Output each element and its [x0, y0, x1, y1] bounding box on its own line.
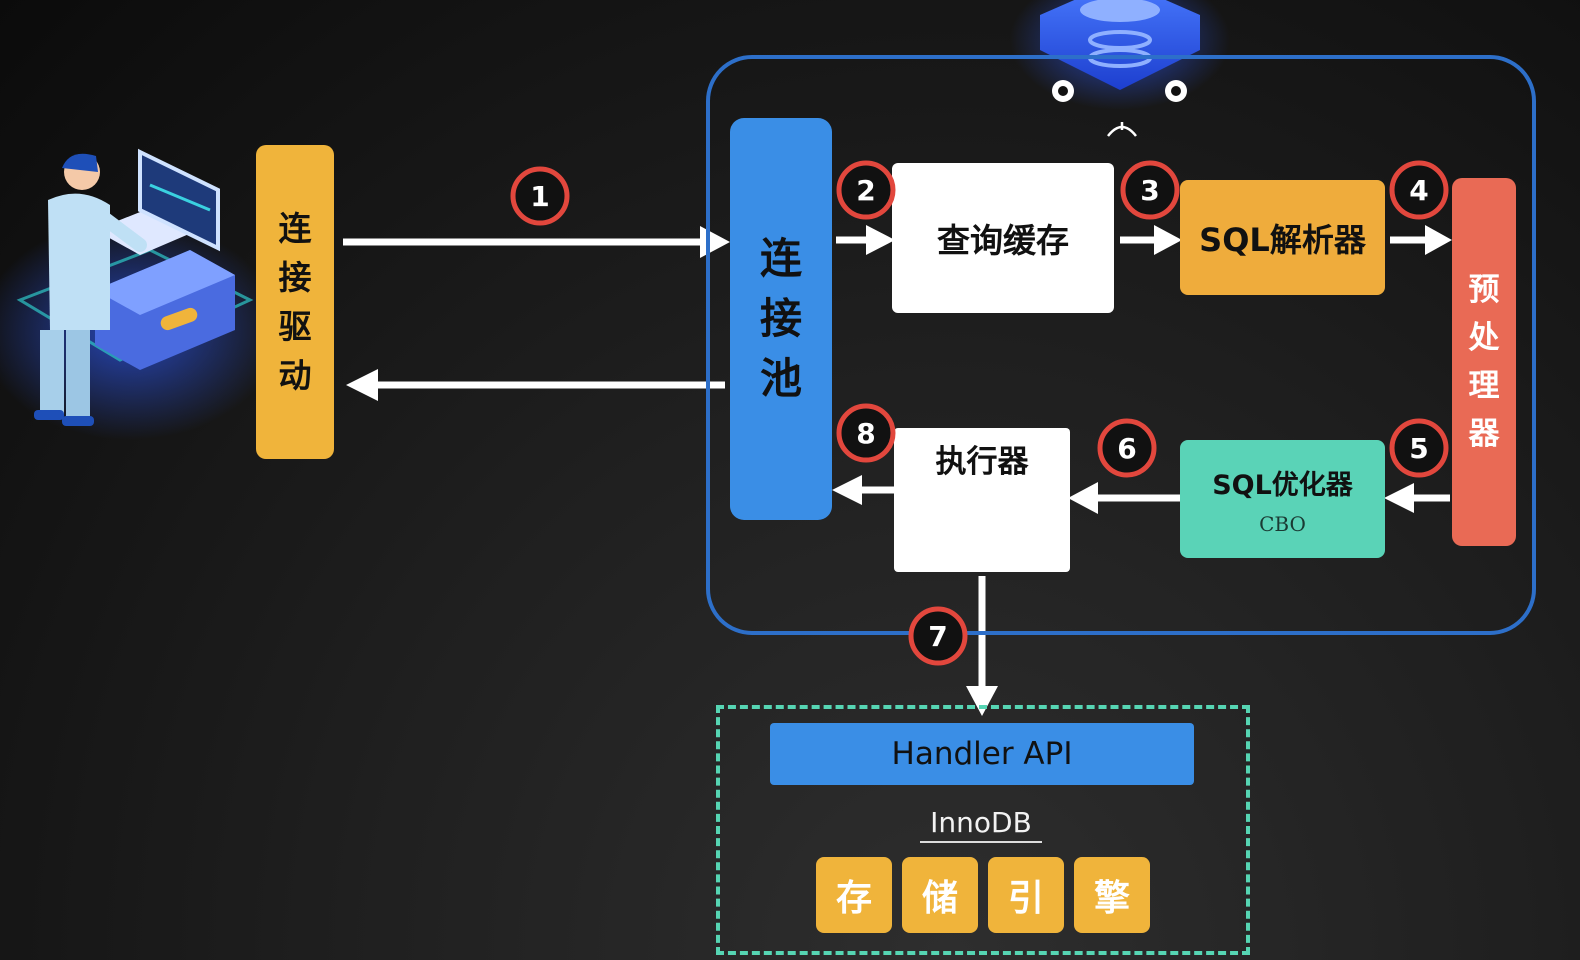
step-badge: 6 — [1097, 418, 1157, 478]
storage-engine-chip: 储 — [902, 857, 978, 933]
step-number: 5 — [1409, 432, 1428, 465]
sql-optimizer-label: SQL优化器 — [1212, 469, 1353, 501]
user-at-laptop-icon — [0, 148, 280, 440]
sql-parser-box: SQL解析器 — [1180, 180, 1385, 295]
mysql-server-frame — [706, 55, 1536, 635]
innodb-label: InnoDB — [920, 806, 1042, 843]
step-number: 7 — [928, 620, 947, 653]
step-number: 4 — [1409, 174, 1428, 207]
storage-engine-chip: 擎 — [1074, 857, 1150, 933]
preprocessor-label: 预处理器 — [1468, 272, 1500, 452]
step-number: 2 — [856, 174, 875, 207]
database-stack-icon — [1010, 0, 1230, 137]
step-badge: 5 — [1389, 418, 1449, 478]
query-cache-label: 查询缓存 — [937, 221, 1069, 260]
query-cache-box: 查询缓存 — [892, 163, 1114, 313]
connection-driver-label: 连接驱动 — [278, 209, 312, 395]
step-number: 1 — [530, 180, 549, 213]
executor-label: 执行器 — [935, 444, 1029, 480]
connection-driver: 连接驱动 — [256, 145, 334, 459]
step-badge: 2 — [836, 160, 896, 220]
step-badge: 1 — [510, 166, 570, 226]
step-number: 6 — [1117, 432, 1136, 465]
connection-pool-label: 连接池 — [760, 234, 803, 403]
sql-parser-label: SQL解析器 — [1199, 220, 1366, 259]
step-badge: 4 — [1389, 160, 1449, 220]
handler-api-label: Handler API — [891, 736, 1073, 772]
storage-engine-chip: 引 — [988, 857, 1064, 933]
step-number: 8 — [856, 417, 875, 450]
sql-optimizer-box: SQL优化器 CBO — [1180, 440, 1385, 558]
step-badge: 3 — [1120, 160, 1180, 220]
step-badge: 7 — [908, 606, 968, 666]
storage-engine-chip: 存 — [816, 857, 892, 933]
preprocessor-box: 预处理器 — [1452, 178, 1516, 546]
executor-box: 执行器 — [894, 428, 1070, 572]
arrow-heads — [346, 225, 1452, 716]
handler-api-bar: Handler API — [770, 723, 1194, 785]
storage-engine-frame — [716, 705, 1250, 955]
step-number: 3 — [1140, 174, 1159, 207]
step-badge: 8 — [836, 403, 896, 463]
sql-optimizer-sublabel: CBO — [1259, 511, 1306, 536]
connection-pool: 连接池 — [730, 118, 832, 520]
